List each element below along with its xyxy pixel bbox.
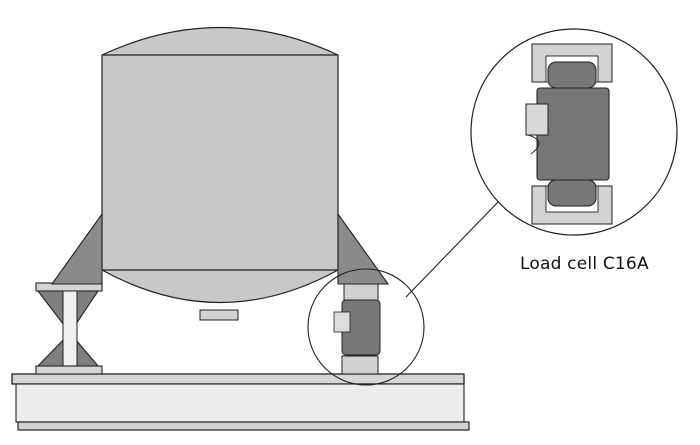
callout-line (405, 199, 501, 298)
tank-brackets (50, 212, 390, 285)
left-support-stand (35, 282, 103, 375)
small-focus-circle (307, 268, 425, 386)
load-cell-label: Load cell C16A (520, 254, 649, 274)
base-beam (11, 373, 470, 431)
tank (101, 26, 339, 321)
load-cell-enlarged (525, 43, 613, 225)
load-cell-small (333, 283, 381, 375)
